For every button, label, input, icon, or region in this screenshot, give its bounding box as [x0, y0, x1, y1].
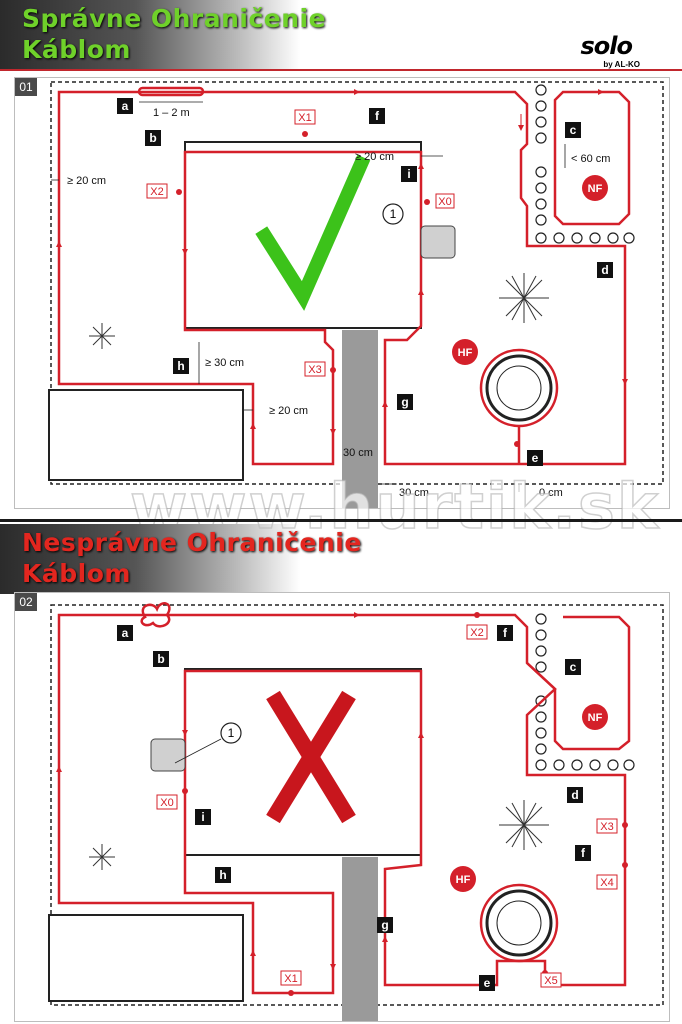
logo-main-text: solo: [580, 32, 633, 60]
tag-f-2a: f: [503, 626, 508, 640]
marker-x1: X1: [298, 112, 311, 124]
tree-small-icon-2: [89, 844, 115, 870]
nf-wire-loop-2: [526, 615, 631, 751]
wire-reserve-loop: [137, 86, 205, 97]
tag-d: d: [601, 263, 608, 277]
tag-b-2: b: [157, 652, 164, 666]
measure-bottom-0: 0 cm: [539, 487, 563, 499]
logo-sub-text: by AL-KO: [603, 60, 640, 69]
nf-badge: [582, 175, 608, 201]
panel-number: 01: [15, 78, 37, 96]
banner-incorrect: Nesprávne Ohraničenie Káblom: [0, 524, 682, 594]
tag-g: g: [401, 395, 408, 409]
tag-c: c: [570, 123, 577, 137]
stone-border-2: [535, 613, 635, 771]
diagram-correct-svg: 1 NF HF a b c d e f g h i X0 X1 X2 X3: [48, 81, 664, 508]
title-correct-line2: Káblom: [22, 35, 131, 64]
marker-x3-2: X3: [600, 821, 613, 833]
measure-bottom-30: 30 cm: [399, 487, 429, 499]
tag-h-2: h: [219, 868, 226, 882]
marker-x5-2: X5: [544, 975, 557, 987]
hf-label-2: HF: [456, 874, 471, 886]
measure-passage: ≥ 30 cm: [205, 357, 244, 369]
callout-number: 1: [390, 207, 397, 221]
correct-check-icon: [255, 154, 371, 311]
hf-badge-2: [450, 866, 476, 892]
marker-x0-2: X0: [160, 797, 173, 809]
tag-i: i: [407, 167, 410, 181]
wire-direction-arrows-2: [56, 612, 424, 970]
tag-h: h: [177, 359, 184, 373]
tag-b: b: [149, 131, 156, 145]
marker-x3: X3: [308, 364, 321, 376]
tag-f-2b: f: [581, 846, 586, 860]
tag-a-2: a: [122, 626, 129, 640]
diagram-panel-incorrect: 02: [14, 592, 670, 1022]
tag-g-2: g: [381, 918, 388, 932]
nf-label-2: NF: [588, 712, 603, 724]
tree-small-icon: [89, 323, 115, 349]
tag-c-2: c: [570, 660, 577, 674]
charging-station-icon-2: [150, 738, 186, 772]
diagram-incorrect-svg: 1 NF HF a b c d e f f g h i X0 X1 X2 X3 …: [48, 602, 664, 1021]
measure-path: 30 cm: [343, 447, 373, 459]
flower-bed: [48, 389, 244, 481]
marker-x2-2: X2: [470, 627, 483, 639]
garden-path: [342, 330, 378, 508]
banner-correct: Správne Ohraničenie Káblom: [0, 0, 682, 70]
nf-badge-2: [582, 704, 608, 730]
marker-dots: [176, 131, 520, 447]
tag-d-2: d: [571, 788, 578, 802]
measure-loop: 1 – 2 m: [153, 107, 190, 119]
tangled-wire-loop: [140, 602, 171, 628]
title-incorrect-line1: Nesprávne Ohraničenie: [22, 528, 362, 557]
tree-large-icon: [499, 273, 549, 323]
callout-number-2: 1: [228, 726, 235, 740]
tree-large-icon-2: [499, 800, 549, 850]
marker-x1-2: X1: [284, 973, 297, 985]
measure-edge-box: ≥ 20 cm: [269, 405, 308, 417]
stone-border: [535, 84, 635, 244]
callout-circle-2: [220, 722, 242, 744]
tag-f: f: [375, 109, 380, 123]
section-divider: [0, 519, 682, 522]
wire-direction-arrows: [56, 89, 628, 440]
hf-label: HF: [458, 347, 473, 359]
charging-station-icon: [420, 225, 456, 259]
nf-label: NF: [588, 183, 603, 195]
diagram-panel-correct: 01: [14, 77, 670, 509]
nf-wire-loop: [553, 90, 631, 226]
house-obstacle-2: [184, 668, 422, 856]
header-rule: [0, 69, 682, 71]
garden-path-2: [342, 857, 378, 1021]
boundary-wire: [57, 90, 627, 466]
title-correct-line1: Správne Ohraničenie: [22, 4, 327, 33]
measurement-guides: [51, 101, 566, 492]
tag-i-2: i: [201, 810, 204, 824]
tag-a: a: [122, 99, 129, 113]
title-incorrect-line2: Káblom: [22, 559, 131, 588]
marker-x0: X0: [438, 196, 451, 208]
marker-x4-2: X4: [600, 877, 613, 889]
measure-gap: < 60 cm: [571, 153, 610, 165]
incorrect-cross-icon: [266, 690, 356, 824]
callout-circle: [382, 203, 404, 225]
tag-e-2: e: [484, 976, 491, 990]
tag-e: e: [532, 451, 539, 465]
hf-badge: [452, 339, 478, 365]
measure-edge-left: ≥ 20 cm: [67, 175, 106, 187]
panel-number-2: 02: [15, 593, 37, 611]
measure-island: ≥ 20 cm: [355, 151, 394, 163]
flower-bed-2: [48, 914, 244, 1002]
solo-logo: solo by AL-KO: [580, 32, 641, 69]
marker-x2: X2: [150, 186, 163, 198]
